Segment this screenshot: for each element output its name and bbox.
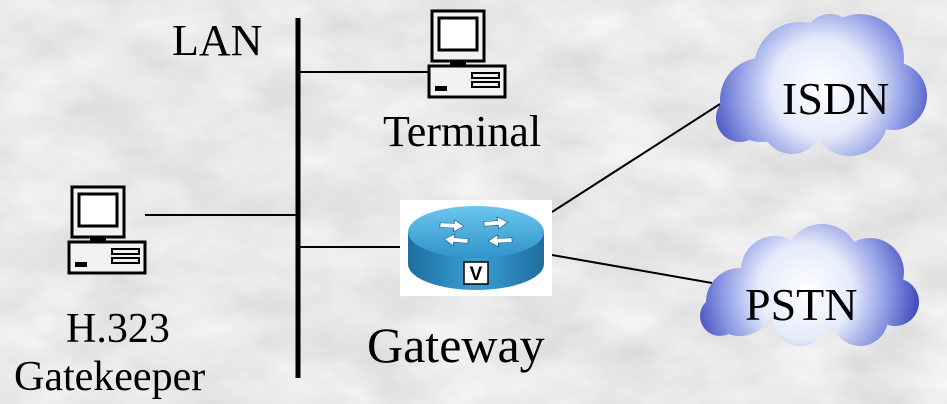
terminal-computer-icon (427, 9, 507, 99)
isdn-link (551, 103, 721, 213)
isdn-cloud-icon (716, 14, 927, 156)
arrow-icon (487, 234, 513, 248)
gateway-router-icon: V (400, 200, 552, 296)
arrow-icon (443, 233, 469, 247)
cloud-puff (774, 40, 870, 136)
gatekeeper-label-line2: Gatekeeper (14, 354, 205, 400)
drive-slot (471, 72, 500, 79)
monitor-neck (450, 61, 466, 66)
cloud-puff (766, 250, 850, 334)
isdn-label: ISDN (782, 73, 889, 124)
monitor-screen (437, 16, 479, 52)
monitor-neck (90, 237, 106, 242)
power-light (75, 262, 87, 267)
cloud-puff (700, 296, 740, 336)
router-badge-label: V (470, 264, 483, 285)
gatekeeper-label-line1: H.323 (66, 306, 170, 352)
lan-label: LAN (172, 16, 262, 65)
power-light (435, 86, 447, 91)
gateway-label: Gateway (367, 317, 545, 373)
cloud-puff (716, 94, 764, 142)
drive-slot (111, 248, 140, 255)
monitor-screen (77, 192, 119, 228)
drive-slot (471, 81, 500, 88)
terminal-label: Terminal (383, 107, 541, 156)
pstn-label: PSTN (745, 279, 857, 330)
pstn-cloud-icon (700, 224, 919, 346)
router-top (408, 206, 544, 258)
arrow-icon (439, 219, 465, 233)
drive-slot (111, 257, 140, 264)
gatekeeper-computer-icon (67, 185, 147, 275)
router-badge-box (463, 261, 489, 285)
router-arrows (439, 216, 513, 248)
pstn-link (551, 254, 713, 284)
arrow-icon (483, 216, 509, 230)
